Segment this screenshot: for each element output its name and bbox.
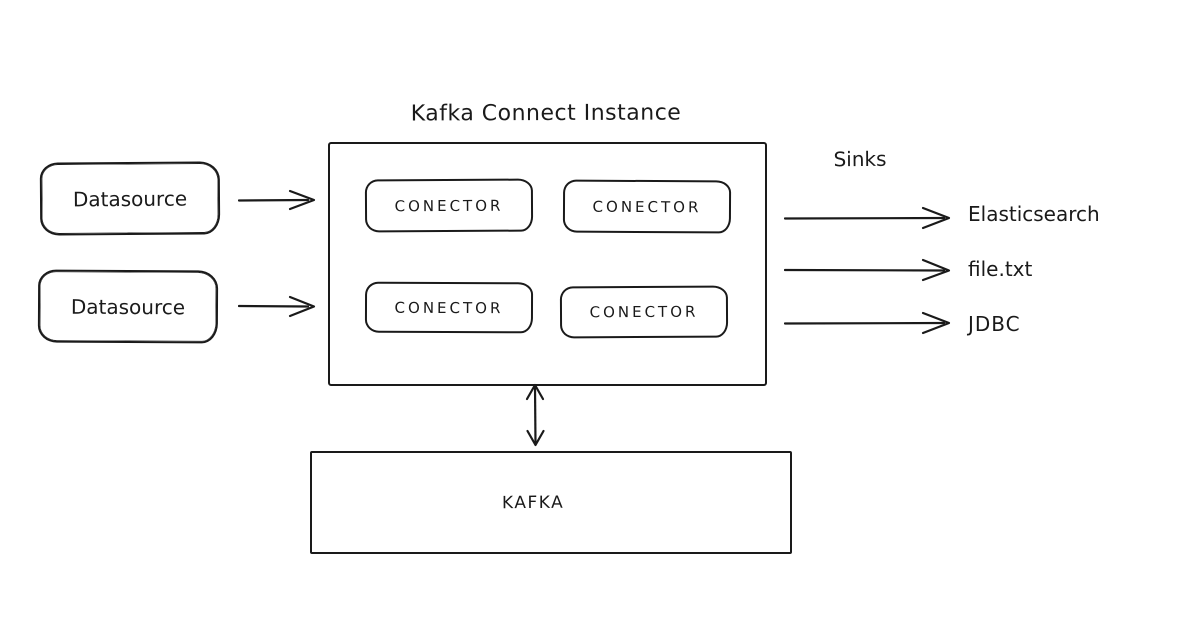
kafka-label: KAFKA [501, 492, 565, 513]
datasource-label-1: Datasource [72, 186, 188, 211]
sink-target-file-txt: file.txt [968, 257, 1033, 281]
connector-box-2: CONECTOR [562, 179, 732, 234]
arrow-vertical-bidirectional-icon [522, 382, 548, 448]
connector-box-1: CONECTOR [364, 178, 534, 233]
connector-box-4: CONECTOR [559, 285, 729, 339]
connector-label-4: CONECTOR [589, 302, 699, 322]
diagram-title: Kafka Connect Instance [410, 100, 682, 127]
arrow-right-icon [784, 310, 954, 336]
sinks-heading: Sinks [833, 146, 887, 172]
sink-target-elasticsearch: Elasticsearch [968, 202, 1100, 226]
connector-label-1: CONECTOR [394, 196, 504, 215]
datasource-box-1: Datasource [39, 161, 221, 236]
connector-label-3: CONECTOR [394, 298, 504, 317]
kafka-box: KAFKA [310, 451, 792, 554]
arrow-right-icon [784, 205, 954, 231]
connector-box-3: CONECTOR [364, 281, 534, 334]
arrow-right-icon [238, 188, 318, 212]
datasource-box-2: Datasource [37, 269, 219, 344]
datasource-label-2: Datasource [70, 294, 186, 319]
connector-label-2: CONECTOR [592, 197, 702, 216]
kafka-connect-instance-box: CONECTOR CONECTOR CONECTOR CONECTOR [328, 142, 767, 386]
arrow-right-icon [784, 257, 954, 283]
sink-target-jdbc: JDBC [968, 312, 1021, 336]
arrow-right-icon [238, 294, 318, 318]
